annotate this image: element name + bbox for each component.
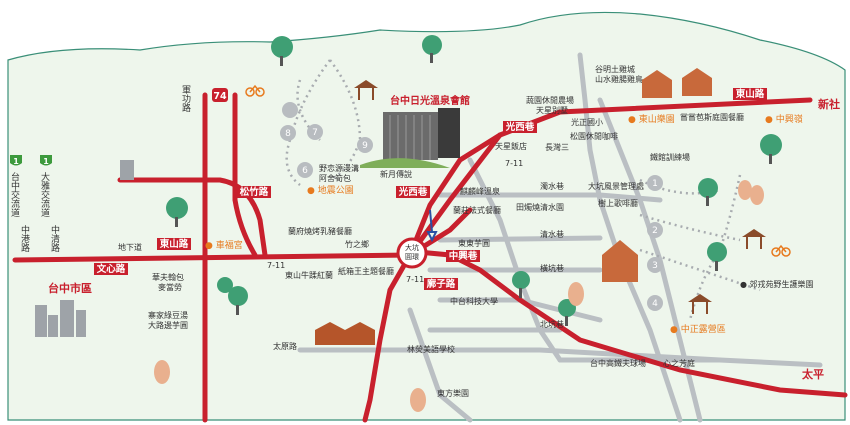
dakeng-roundabout[interactable] — [396, 237, 428, 269]
roundabout-label: 大坑 — [405, 243, 419, 252]
label-feiyang: ● 郊戎苑野生護樂園 — [740, 279, 814, 289]
label-dongfang: 東方樂園 — [437, 388, 469, 398]
exit-taiping: 太平 — [801, 367, 824, 381]
label-tiandan: 田燭燒清水園 — [516, 202, 564, 212]
label-dongshan-e: 東山路 — [735, 88, 765, 100]
shield-route1-b: 1 — [43, 157, 49, 166]
label-xinyue: 新月傳說 — [380, 169, 412, 179]
label-gulan2: 山水雞腸雞鳥 — [595, 74, 643, 84]
trail-3: 3 — [652, 261, 658, 271]
trails — [285, 59, 761, 321]
label-guangxi-top: 光西巷 — [505, 121, 535, 133]
bicycle-icons — [245, 84, 791, 257]
rock-icons — [154, 180, 764, 412]
exit-xinshe: 新社 — [818, 97, 840, 111]
route1-shields — [10, 155, 52, 166]
label-zhongtai: 中台科技大學 — [450, 296, 498, 306]
red-labels — [94, 88, 767, 290]
label-wenxin: 文心路 — [96, 263, 126, 275]
trail-7: 7 — [312, 128, 318, 138]
label-changwan: 長灣三 — [545, 142, 569, 152]
label-linzhu: 林熒美語學校 — [407, 344, 455, 354]
label-gulan: 谷明土雞城 — [595, 64, 635, 74]
trail-2: 2 — [652, 226, 658, 236]
label-chaozhou: 蘭府燒烤乳豬餐廳 — [288, 226, 352, 236]
main-roads — [12, 92, 848, 423]
shield-route74: 74 — [213, 91, 227, 102]
label-7-11-c: 7-11 — [505, 159, 523, 168]
trail-9: 9 — [362, 141, 368, 151]
shield-route1-a: 1 — [13, 157, 19, 166]
label-tieta: 鐵館訓練場 — [650, 152, 690, 162]
label-xinzhi: 心之芳庭 — [663, 358, 695, 368]
label-dongshan-w: 東山路 — [159, 238, 189, 250]
label-taiyuan: 太原路 — [273, 341, 297, 351]
trail-8: 8 — [285, 129, 291, 139]
trail-markers — [280, 102, 663, 311]
hall-name: 台中日光溫泉會館 — [390, 94, 470, 107]
road-tz-daya: 大雅交流道 — [39, 171, 50, 218]
label-fanyuan2: 天星別墅 — [536, 105, 568, 115]
label-zhongxing: 中興巷 — [449, 250, 478, 262]
label-tianxing: 天星飯店 — [495, 141, 527, 151]
label-7-11-a: 7-11 — [267, 261, 285, 270]
place-checheng[interactable]: ● 車福宮 — [205, 239, 243, 251]
road-zhongqing: 中清路 — [49, 224, 60, 253]
trail-4: 4 — [652, 299, 658, 309]
label-beikeng: 北坑巷 — [540, 319, 564, 329]
hotel-building[interactable] — [383, 108, 460, 160]
hill-green — [360, 158, 450, 168]
label-huafu2: 麥當勞 — [158, 282, 182, 292]
label-yeyu: 野恋源漫溝 — [319, 163, 359, 173]
label-yujia2: 大路邊芋圓 — [148, 320, 188, 330]
place-dikeng[interactable]: ● 地震公園 — [307, 184, 354, 196]
label-qiaozhuang: 蘭莊法式餐廳 — [453, 205, 501, 215]
label-zhixiang: 紙箱王主題餐廳 — [338, 266, 394, 276]
label-yujia: 寨家綠豆湯 — [148, 310, 188, 320]
label-kuozi: 廓子路 — [427, 278, 456, 290]
label-hengkeng: 橫坑巷 — [540, 263, 564, 273]
trail-1: 1 — [652, 179, 658, 189]
place-zhongzheng[interactable]: ● 中正露營區 — [670, 323, 726, 335]
city-buildings — [35, 160, 134, 337]
label-songfu: 松園休閒咖啡 — [570, 131, 618, 141]
label-dongshanniu: 東山牛蹂紅蘭 — [285, 270, 333, 280]
road-tz-taichung: 台中交流道 — [9, 171, 20, 218]
label-guangzheng: 光正國小 — [571, 117, 603, 127]
place-zhongxingling[interactable]: ● 中興嶺 — [765, 113, 803, 125]
label-qingshui: 清水巷 — [540, 229, 564, 239]
roundabout-label2: 圓環 — [405, 253, 419, 261]
direction-arrow — [426, 209, 438, 243]
label-zhuoshui: 濁水巷 — [540, 181, 564, 191]
label-zhuzhixiang: 竹之鄉 — [345, 239, 369, 249]
label-huafu: 華夫翰包 — [152, 272, 184, 282]
label-shushang: 樹上歌啡廳 — [598, 198, 638, 208]
exit-taichung-city: 台中市區 — [48, 281, 92, 295]
label-yeyu2: 阿舍筍包 — [319, 173, 351, 183]
label-songzhu: 松竹路 — [240, 186, 269, 198]
label-xiangju: 嘗嘗苞斯庭園餐廳 — [680, 112, 744, 122]
label-taichung-fast: 台中高鐵夫球場 — [590, 358, 646, 368]
label-dongdong: 東東芋圓 — [458, 238, 490, 248]
house-icons — [315, 68, 712, 345]
trail-6: 6 — [302, 166, 308, 176]
label-dixiadao: 地下道 — [118, 242, 142, 252]
pavilion-icons — [354, 80, 766, 314]
label-fanyuan: 蔬園休閒農場 — [526, 95, 574, 105]
label-guangxi-mid: 光西巷 — [398, 186, 428, 198]
road-junfu: 軍功路 — [180, 85, 191, 113]
place-dongshan-park[interactable]: ● 東山樂園 — [628, 113, 675, 125]
label-qinglong: 麒麟峰溫泉 — [460, 186, 500, 196]
label-7-11-b: 7-11 — [406, 275, 424, 284]
label-taiwan-highland: 大坑風景管理處 — [588, 181, 644, 191]
road-zhonggang: 中港路 — [19, 224, 30, 253]
